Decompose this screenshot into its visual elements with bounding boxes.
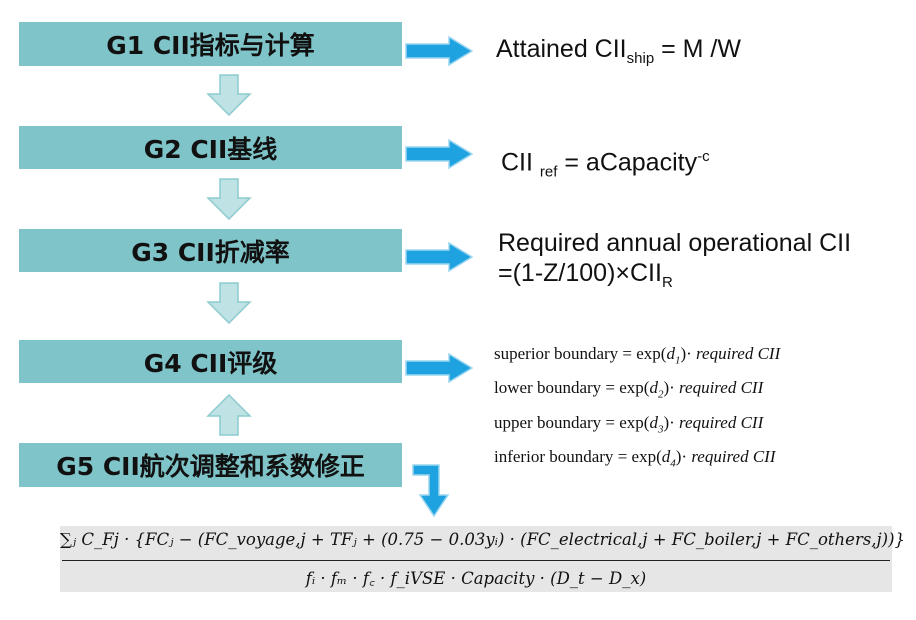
boundary-name: inferior boundary [494,447,614,467]
boundary-term: required CII [679,378,764,398]
boundary-term: required CII [696,344,781,363]
attained-rest: = M /W [654,35,741,63]
down-arrow-icon [206,178,252,220]
boundary-row: superior boundary = exp(d1)· required CI… [494,340,780,374]
reference-mid: = aCapacity [557,148,698,177]
boundary-index: 1 [674,354,681,367]
attained-cii-equation: Attained CIIship = M /W [496,34,741,74]
right-arrow-icon [405,36,473,66]
boundary-index: 4 [670,457,676,470]
reference-sup: -c [697,148,710,165]
boundary-name: lower boundary [494,378,602,398]
boundary-row: upper boundary = exp(d3)· required CII [494,409,780,443]
boundary-d: d [661,447,671,467]
boundary-index: 3 [657,423,664,436]
correction-formula: ∑ⱼ C_Fj · {FCⱼ − (FC_voyage,j + TFⱼ + (0… [60,526,906,592]
boundary-row: lower boundary = exp(d2)· required CII [494,374,780,408]
right-arrow-icon [405,353,473,383]
step-g2-box: G2 CII基线 [19,126,402,169]
boundary-term: required CII [679,412,764,432]
fraction-bar [62,560,890,561]
boundary-d: d [666,344,675,363]
boundary-d: d [649,378,658,398]
down-arrow-icon [206,282,252,324]
step-g4-box: G4 CII评级 [19,340,402,383]
required-line-2: =(1-Z/100)×CII [498,259,662,287]
step-g3-label: G3 CII折减率 [131,237,290,267]
reference-cii-equation: CII ref = aCapacity-c [501,142,710,187]
boundary-name: upper boundary [494,412,602,432]
boundary-row: inferior boundary = exp(d4)· required CI… [494,443,780,477]
step-g3-box: G3 CII折减率 [19,229,402,272]
step-g1-box: G1 CII指标与计算 [19,22,402,66]
reference-lead: CII [501,148,540,177]
reference-sub: ref [539,163,558,181]
boundary-tail: )· [680,344,692,363]
boundary-index: 2 [657,388,664,401]
required-cii-equation: Required annual operational CII =(1-Z/10… [498,228,851,298]
step-g5-label: G5 CII航次调整和系数修正 [56,452,365,481]
boundary-d: d [649,412,658,432]
rating-boundaries: superior boundary = exp(d1)· required CI… [494,340,780,478]
step-g5-box: G5 CII航次调整和系数修正 [19,443,402,487]
formula-numerator: ∑ⱼ C_Fj · {FCⱼ − (FC_voyage,j + TFⱼ + (0… [60,530,906,549]
down-arrow-icon [206,74,252,116]
formula-denominator: fᵢ · fₘ · f꜀ · f_iVSE · Capacity · (D_t … [305,569,647,588]
boundary-name: superior boundary [494,344,619,363]
right-arrow-icon [405,242,473,272]
required-line-1: Required annual operational CII [498,229,852,257]
step-g1-label: G1 CII指标与计算 [106,31,315,60]
bent-arrow-icon [412,464,450,518]
boundary-expr: = exp( [618,344,667,363]
up-arrow-icon [206,394,252,436]
boundary-tail: )· [663,378,675,398]
boundary-tail: )· [675,447,688,467]
boundary-expr: = exp( [601,378,650,398]
boundary-term: required CII [691,447,776,467]
boundary-expr: = exp( [613,447,662,467]
step-g4-label: G4 CII评级 [143,348,278,378]
boundary-expr: = exp( [601,412,650,432]
step-g2-label: G2 CII基线 [143,134,278,164]
required-sub: R [661,274,673,291]
boundary-tail: )· [663,412,675,432]
attained-sub: ship [626,50,655,67]
attained-lead: Attained CII [496,35,627,63]
right-arrow-icon [405,139,473,169]
